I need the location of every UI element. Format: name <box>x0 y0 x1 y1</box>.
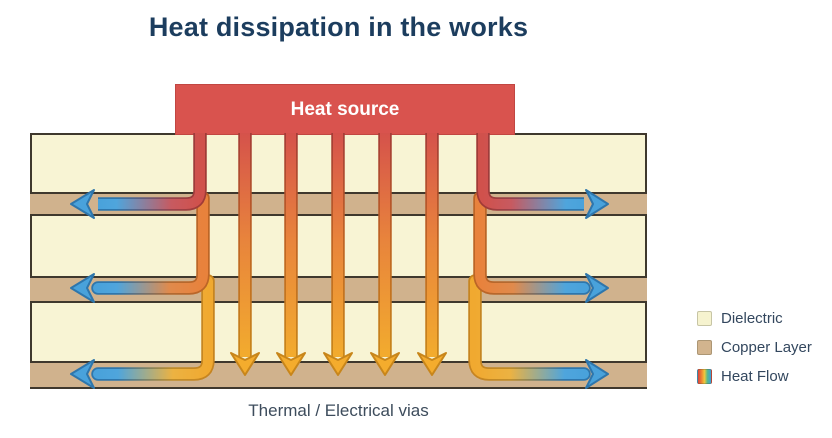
heat-source-block: Heat source <box>175 84 515 135</box>
page-title: Heat dissipation in the works <box>148 12 529 42</box>
legend-label: Heat Flow <box>721 368 789 385</box>
heat-flow-swatch-icon <box>697 369 712 384</box>
dielectric-swatch-icon <box>697 311 712 326</box>
copper-layer-3 <box>30 361 647 387</box>
diagram-caption: Thermal / Electrical vias <box>248 401 429 420</box>
copper-layer-2 <box>30 276 647 303</box>
copper-swatch-icon <box>697 340 712 355</box>
legend-label: Copper Layer <box>721 339 812 356</box>
legend: Dielectric Copper Layer Heat Flow <box>697 311 812 384</box>
legend-item-copper-layer: Copper Layer <box>697 340 812 355</box>
legend-item-heat-flow: Heat Flow <box>697 369 812 384</box>
legend-label: Dielectric <box>721 310 783 327</box>
legend-item-dielectric: Dielectric <box>697 311 812 326</box>
pcb-board <box>30 133 647 389</box>
copper-layer-1 <box>30 192 647 216</box>
heat-source-label: Heat source <box>290 98 400 120</box>
